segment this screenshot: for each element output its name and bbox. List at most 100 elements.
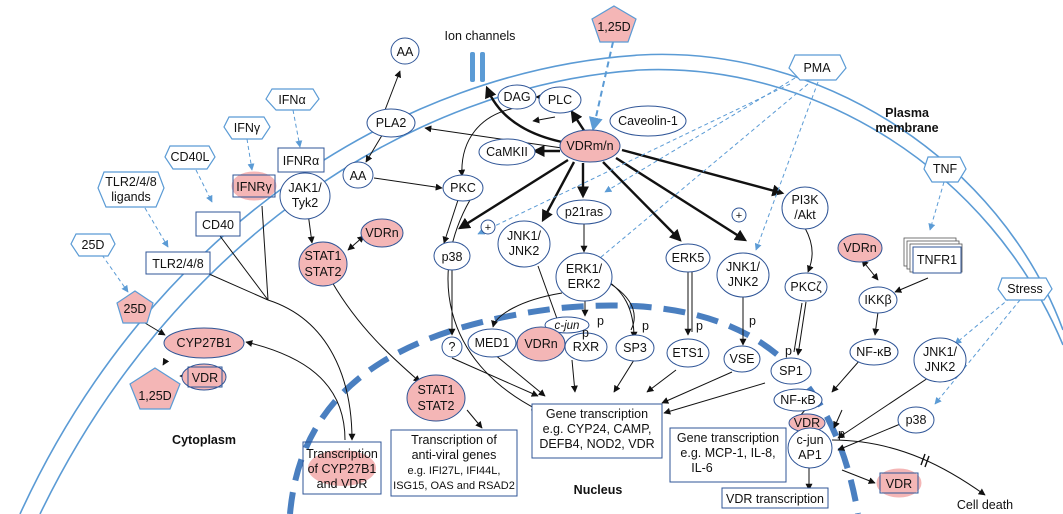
vdrn-stat-label: VDRn xyxy=(365,226,398,240)
med1-label: MED1 xyxy=(475,336,510,350)
ap1-label: AP1 xyxy=(798,448,822,462)
gene-main-line-1: Gene transcription xyxy=(546,407,648,421)
plus-right-label: + xyxy=(736,210,742,222)
vdrn-nuc-label: VDRn xyxy=(524,337,557,351)
cell-death-label: Cell death xyxy=(957,498,1013,512)
plc-label: PLC xyxy=(548,93,572,107)
dag-node xyxy=(497,84,537,110)
stat1-nuc-label: STAT1 xyxy=(417,383,454,397)
vse-label: VSE xyxy=(729,352,754,366)
jnk1-mid-label: JNK1/ xyxy=(726,260,761,274)
sp3-label: SP3 xyxy=(623,341,647,355)
question-label: ? xyxy=(449,340,456,354)
plasma-membrane-label-2: membrane xyxy=(875,121,938,135)
pma-pentagon xyxy=(788,54,847,81)
gene-right-line-2: e.g. MCP-1, IL-8, xyxy=(680,446,775,460)
aa-top-label: AA xyxy=(397,45,414,59)
ets1-label: ETS1 xyxy=(672,346,703,360)
tlr-ligands-pentagon xyxy=(97,171,165,208)
stress-pentagon xyxy=(997,277,1053,301)
antiviral-line-4: ISG15, OAS and RSAD2 xyxy=(393,480,515,492)
vdr-ap1-label: VDR xyxy=(794,416,820,430)
phospho-mark-7: p xyxy=(838,427,845,441)
stat2-cyto-label: STAT2 xyxy=(304,265,341,279)
25d-inside-label: 25D xyxy=(124,302,147,316)
phospho-mark-2: p xyxy=(582,326,589,340)
dag-label: DAG xyxy=(503,90,530,104)
ifng-pentagon xyxy=(223,116,271,140)
pi3k-node xyxy=(781,186,829,230)
gene-main-line-3: DEFB4, NOD2, VDR xyxy=(539,437,654,451)
antiviral-line-2: anti-viral genes xyxy=(412,448,497,462)
nfkb-outer-node xyxy=(849,338,899,366)
jnk2-mid-label: JNK2 xyxy=(728,275,759,289)
tlr-ligands-label: TLR2/4/8 xyxy=(105,175,156,189)
calcitriol-label: 1,25D xyxy=(597,20,630,34)
ikkb-node xyxy=(858,286,898,314)
jnk2-left-label: JNK2 xyxy=(509,244,540,258)
vdrmn-label: VDRm/n xyxy=(566,139,613,153)
tnfr1-label: TNFR1 xyxy=(917,253,957,267)
jnk-right-node xyxy=(913,337,967,383)
cyp-trans-line-3: and VDR xyxy=(317,477,368,491)
cd40l-pentagon xyxy=(164,145,216,170)
sp1-label: SP1 xyxy=(779,364,803,378)
vdr-transcription-label: VDR transcription xyxy=(726,492,824,506)
sp1-node xyxy=(770,357,812,385)
plc-node xyxy=(538,86,582,114)
camkii-label: CaMKII xyxy=(486,145,528,159)
25d-inside-pentagon xyxy=(116,290,154,324)
jnk-mid-node xyxy=(716,252,770,298)
erk5-node xyxy=(665,243,711,273)
phospho-mark-5: p xyxy=(749,314,756,328)
jnk2-right-label: JNK2 xyxy=(925,360,956,374)
aa-top-node xyxy=(390,37,420,65)
p38-right-label: p38 xyxy=(906,413,927,427)
cytoplasm-label: Cytoplasm xyxy=(172,433,236,447)
erk5-label: ERK5 xyxy=(672,251,705,265)
ets1-node xyxy=(666,338,710,368)
antiviral-line-1: Transcription of xyxy=(411,433,497,447)
jnk-left-node xyxy=(497,220,551,268)
ion-channel-icon xyxy=(470,52,485,82)
gene-transcription-right-box: Gene transcription e.g. MCP-1, IL-8, IL-… xyxy=(669,427,787,483)
cjun-top-node xyxy=(544,316,590,334)
dashed-arrows xyxy=(101,77,1021,405)
125d-cyto-pentagon xyxy=(129,367,181,410)
vdrmn-node xyxy=(559,129,621,163)
cyp-trans-line-2: of CYP27B1 xyxy=(308,462,377,476)
nucleus-label: Nucleus xyxy=(574,483,623,497)
ifnra-label: IFNRα xyxy=(283,154,319,168)
rxr-label: RXR xyxy=(573,340,599,354)
ikkb-label: IKKβ xyxy=(864,293,891,307)
pla2-node xyxy=(366,108,416,138)
p21ras-label: p21ras xyxy=(565,205,603,219)
phospho-mark-4: p xyxy=(696,319,703,333)
question-node xyxy=(441,336,463,358)
phospho-mark-1: p xyxy=(597,314,604,328)
vdrn-stat-node xyxy=(360,218,404,248)
ion-channels-label: Ion channels xyxy=(445,29,516,43)
tnf-pentagon xyxy=(923,156,967,183)
stat1-cyto-label: STAT1 xyxy=(304,249,341,263)
rxr-node xyxy=(564,332,608,362)
jak-tyk-node xyxy=(279,172,331,220)
jnk1-right-label: JNK1/ xyxy=(923,345,958,359)
med1-node xyxy=(467,328,517,358)
ifna-label: IFNα xyxy=(278,93,305,107)
cyp27b1-transcription-box: Transcription of CYP27B1 and VDR xyxy=(302,441,382,495)
pma-label: PMA xyxy=(803,61,831,75)
vdr-out-node xyxy=(876,468,922,498)
p38-left-node xyxy=(433,241,471,271)
vdr-cyto-label: VDR xyxy=(192,371,218,385)
arrows xyxy=(139,41,986,496)
aa-mid-label: AA xyxy=(350,169,367,183)
gene-main-line-2: e.g. CYP24, CAMP, xyxy=(543,422,652,436)
stat-cyto-node xyxy=(298,241,348,287)
gene-transcription-main-box: Gene transcription e.g. CYP24, CAMP, DEF… xyxy=(531,403,663,459)
plasma-membrane-label: Plasma xyxy=(885,106,930,120)
cyp-trans-line-1: Transcription xyxy=(306,447,378,461)
ifnra-box xyxy=(277,147,325,173)
caveolin-label: Caveolin-1 xyxy=(618,114,678,128)
ifnrg-label: IFNRγ xyxy=(236,180,272,194)
